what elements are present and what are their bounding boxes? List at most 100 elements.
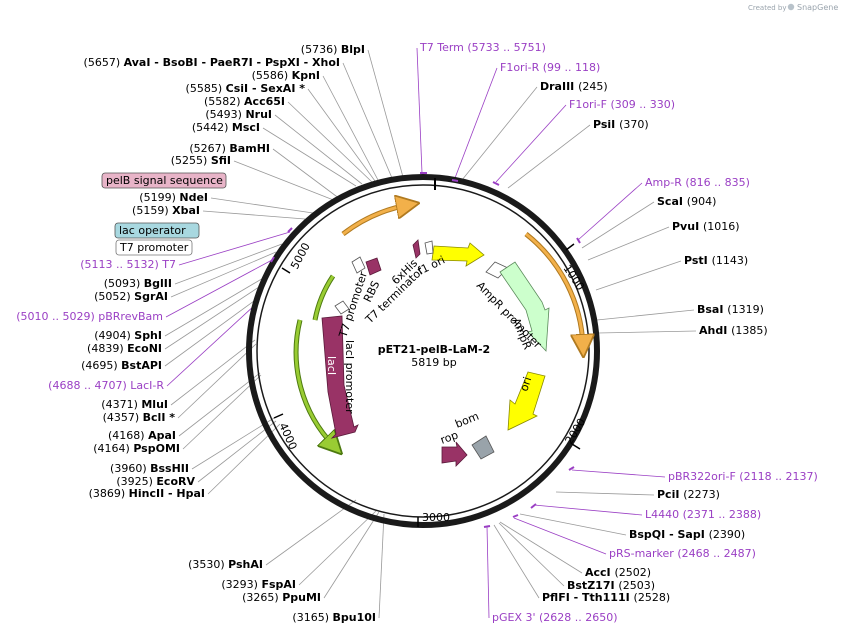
site-label[interactable]: (4695) BstAPI (81, 359, 162, 372)
leader-left-24 (197, 420, 277, 483)
laci-promoter-shape[interactable] (334, 300, 350, 315)
his-tag-shape[interactable] (412, 239, 421, 259)
site-label[interactable]: (5052) SgrAI (94, 290, 168, 303)
site-label[interactable]: (3265) PpuMI (242, 591, 321, 604)
site-label[interactable]: (4357) BclI * (103, 411, 176, 424)
f1-ori-arrow[interactable] (431, 242, 485, 267)
leader-left-3 (307, 88, 376, 182)
leader-right-12 (555, 491, 655, 496)
orange-feature-arc-top-outline (341, 202, 409, 236)
leader-right-1 (454, 67, 498, 179)
snapgene-logo-icon (787, 3, 795, 11)
site-label[interactable]: ScaI (904) (657, 195, 716, 208)
site-label[interactable]: PflFI - Tth111I (2528) (542, 591, 670, 604)
site-label[interactable]: (3960) BssHII (110, 462, 189, 475)
site-label[interactable]: BsaI (1319) (697, 303, 764, 316)
tick-label-3000: 3000 (422, 511, 450, 524)
site-label[interactable]: (5255) SfiI (171, 154, 231, 167)
t7-terminator-shape[interactable] (424, 240, 434, 255)
t7-promoter-inner-shape[interactable] (351, 256, 366, 274)
pelb-box[interactable] (101, 172, 227, 189)
leader-right-10 (597, 330, 697, 334)
leader-left-14 (165, 259, 273, 318)
orange-feature-arc-top (342, 205, 408, 236)
leader-right-8 (595, 260, 682, 291)
label-laci[interactable]: lacI (325, 356, 338, 375)
rbs-shape[interactable] (365, 257, 382, 276)
label-laci-promoter[interactable]: lacI promoter (343, 340, 356, 414)
ampr-arrow[interactable] (499, 261, 550, 352)
leader-right-11 (571, 469, 666, 478)
site-label[interactable]: (3165) Bpu10I (292, 611, 376, 624)
primer-label[interactable]: L4440 (2371 .. 2388) (645, 508, 761, 521)
primer-mark-f1ori-r (451, 179, 459, 182)
orange-feature-arc-right (525, 232, 583, 346)
leader-left-17 (164, 297, 259, 367)
site-label[interactable]: (5093) BglII (104, 277, 172, 290)
site-label[interactable]: PstI (1143) (684, 254, 748, 267)
site-label[interactable]: (5199) NdeI (139, 191, 208, 204)
watermark-brand: SnapGene (797, 3, 838, 12)
site-label[interactable]: (3869) HincII - HpaI (89, 487, 205, 500)
site-label[interactable]: (3293) FspAI (221, 578, 296, 591)
site-label[interactable]: (4371) MluI (101, 398, 168, 411)
t7-promoter-box[interactable] (115, 239, 193, 256)
site-label[interactable]: DraIII (245) (540, 80, 608, 93)
site-label[interactable]: (4839) EcoNI (87, 342, 162, 355)
primer-label[interactable]: (5113 .. 5132) T7 (80, 258, 176, 271)
primer-label[interactable]: (5010 .. 5029) pBRrevBam (16, 310, 163, 323)
site-label[interactable]: (5493) NruI (205, 108, 272, 121)
site-label[interactable]: PsiI (370) (593, 118, 649, 131)
site-label[interactable]: PvuI (1016) (672, 220, 740, 233)
site-label[interactable]: AhdI (1385) (699, 324, 768, 337)
laci-arrow[interactable] (321, 315, 359, 439)
site-label[interactable]: (4168) ApaI (108, 429, 176, 442)
leader-right-15 (513, 517, 607, 555)
primer-label[interactable]: pGEX 3' (2628 .. 2650) (492, 611, 618, 624)
primer-label[interactable]: pBR322ori-F (2118 .. 2137) (668, 470, 818, 483)
primer-mark-pbrrevbam (270, 256, 275, 263)
leader-left-28 (323, 511, 380, 599)
site-label[interactable]: (3530) PshAI (188, 558, 263, 571)
site-label[interactable]: (5267) BamHI (189, 142, 270, 155)
leader-left-29 (378, 513, 385, 619)
leader-right-2 (461, 86, 538, 181)
tick-label-5000: 5000 (288, 241, 313, 272)
feature-shapes (321, 239, 550, 467)
site-label[interactable]: (5736) BlpI (301, 43, 365, 56)
site-label[interactable]: BstZ17I (2503) (567, 579, 655, 592)
site-label[interactable]: (3925) EcoRV (116, 475, 195, 488)
ori-arrow[interactable] (507, 371, 546, 431)
leader-left-6 (262, 127, 357, 187)
site-label[interactable]: (4904) SphI (94, 329, 162, 342)
rop-arrow[interactable] (441, 441, 468, 467)
watermark-created-by: Created by (748, 4, 787, 12)
bom-shape[interactable] (471, 435, 495, 460)
lac-operator-box[interactable] (114, 222, 200, 239)
label-rop[interactable]: rop (439, 428, 460, 446)
label-ori[interactable]: ori (517, 375, 534, 393)
label-bom[interactable]: bom (453, 410, 481, 431)
primer-label[interactable]: pRS-marker (2468 .. 2487) (609, 547, 756, 560)
site-label[interactable]: BspQI - SapI (2390) (629, 528, 745, 541)
site-label[interactable]: (5159) XbaI (132, 204, 200, 217)
leader-right-3 (495, 104, 567, 183)
primer-mark-pgex (483, 525, 491, 528)
site-label[interactable]: AccI (2502) (585, 566, 651, 579)
primer-label[interactable]: Amp-R (816 .. 835) (645, 176, 750, 189)
primer-label[interactable]: F1ori-F (309 .. 330) (569, 98, 675, 111)
site-label[interactable]: (5582) Acc65I (204, 95, 285, 108)
site-label[interactable]: PciI (2273) (657, 488, 720, 501)
site-label[interactable]: (4164) PspOMI (93, 442, 180, 455)
leader-left-13 (170, 251, 277, 298)
site-label[interactable]: (5657) AvaI - BsoBI - PaeR7I - PspXI - X… (84, 56, 340, 69)
primer-label[interactable]: (4688 .. 4707) LacI-R (48, 379, 164, 392)
leader-left-7 (272, 148, 341, 200)
leader-left-1 (342, 62, 393, 179)
site-label[interactable]: (5585) CsiI - SexAI * (186, 82, 306, 95)
ampr-promoter-shape[interactable] (485, 261, 509, 279)
primer-label[interactable]: T7 Term (5733 .. 5751) (419, 41, 546, 54)
site-label[interactable]: (5586) KpnI (252, 69, 320, 82)
site-label[interactable]: (5442) MscI (192, 121, 260, 134)
primer-label[interactable]: F1ori-R (99 .. 118) (500, 61, 600, 74)
